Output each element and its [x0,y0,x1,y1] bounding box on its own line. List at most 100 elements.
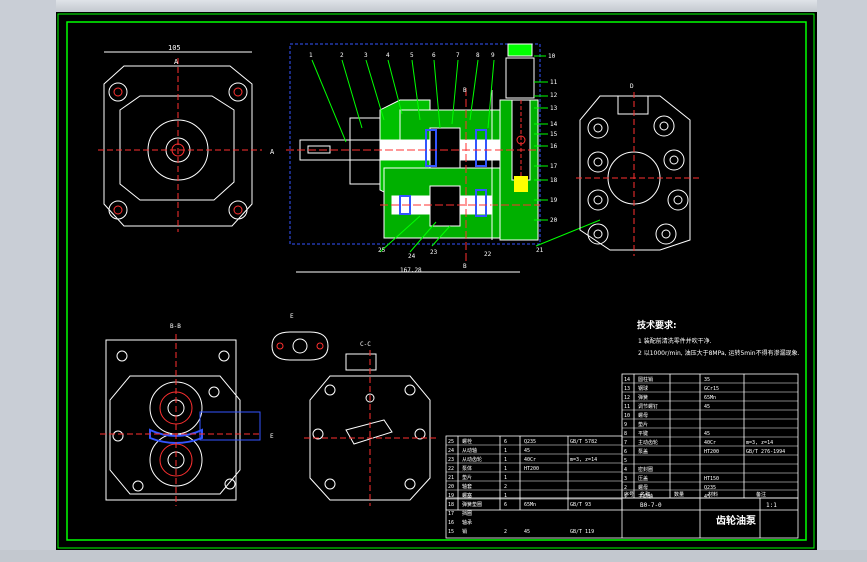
part-cell-name: 调节螺钉 [638,403,658,410]
balloon-19: 19 [550,197,558,204]
rows-upper [446,382,798,500]
balloon-8: 8 [476,52,480,59]
part-cell-name: 从动齿轮 [462,456,482,463]
cut-b-bottom: B [463,263,467,270]
part-cell-qty: 1 [504,466,507,472]
part-cell-name: 挡圈 [462,510,472,517]
balloon-23: 23 [430,249,438,256]
part-cell-name: 圆柱销 [638,376,653,383]
header-name: 名称 [640,491,650,498]
part-cell-material: 35 [704,377,710,383]
balloon-22: 22 [484,251,492,258]
drawing-title: 齿轮油泵 [716,514,757,527]
part-cell-name: 弹簧 [638,394,648,401]
part-cell-qty: 2 [504,484,507,490]
part-cell-no: 13 [624,386,630,392]
label-a-top: A [174,58,179,66]
part-cell-no: 1 [624,494,627,500]
tech-req-line-2: 2 以1000r/min, 油压大于8MPa, 运转5min不得有渗漏现象. [638,350,800,357]
part-cell-qty: 6 [504,439,507,445]
drawing-number: B0-7-0 [640,502,662,509]
view-e-flange [271,331,329,361]
label-section-bb: B-B [170,323,181,330]
dim-main-length: 167.28 [400,267,422,274]
header-qty: 数量 [674,491,684,498]
view-d-side [576,92,700,256]
part-cell-no: 2 [624,485,627,491]
balloon-6: 6 [432,52,436,59]
balloon-16: 16 [550,143,558,150]
part-cell-material: HT200 [704,449,719,455]
window-top-bar [0,0,867,12]
balloon-20: 20 [550,217,558,224]
part-cell-std: GB/T 119 [570,529,594,535]
cut-b-top: B [463,87,467,94]
part-cell-name: 泵盖 [638,448,648,455]
balloon-4: 4 [386,52,390,59]
part-cell-no: 19 [448,493,454,499]
label-section-cc: C-C [360,341,371,348]
part-cell-material: HT200 [524,466,539,472]
part-cell-name: 轴套 [462,483,472,490]
cad-canvas[interactable] [56,12,817,550]
drawing-scale: 1:1 [766,502,777,509]
balloon-1: 1 [309,52,313,59]
part-cell-material: 45 [704,404,710,410]
part-cell-std: GB/T 276-1994 [746,449,785,455]
part-cell-material: GCr15 [704,386,719,392]
balloon-9: 9 [491,52,495,59]
part-cell-name: 螺母 [638,412,648,419]
header-material: 材料 [708,491,718,498]
part-cell-name: 主动齿轮 [638,439,658,446]
part-cell-name: 压盖 [638,475,648,482]
balloon-7: 7 [456,52,460,59]
part-cell-material: Q235 [704,485,716,491]
header-remark: 备注 [756,491,766,498]
part-cell-name: 密封圈 [638,466,653,473]
balloon-5: 5 [410,52,414,59]
part-cell-no: 11 [624,404,630,410]
right-panel [817,0,867,562]
part-cell-name: 螺栓 [462,438,472,445]
tech-req-line-1: 1 装配前清洗零件并吹干净. [638,338,712,345]
window-bottom-bar [0,550,867,562]
part-cell-name: 螺母 [638,484,648,491]
part-cell-name: 从动轴 [462,447,477,454]
part-cell-no: 20 [448,484,454,490]
part-cell-name: 轴承 [462,519,472,526]
part-cell-no: 8 [624,431,627,437]
part-cell-no: 21 [448,475,454,481]
part-cell-material: 40Cr [524,457,536,463]
part-cell-material: HT150 [704,476,719,482]
part-cell-name: 弹簧垫圈 [462,501,482,508]
balloon-2: 2 [340,52,344,59]
part-cell-no: 5 [624,458,627,464]
part-cell-no: 23 [448,457,454,463]
inner-border [66,21,807,541]
label-a-left: A [270,148,275,156]
part-cell-material: Q235 [524,439,536,445]
part-cell-name: 垫片 [638,421,648,428]
balloon-21: 21 [536,247,544,254]
section-bb [100,334,262,506]
label-view-d: D [630,83,634,90]
header-no: 序号 [624,491,634,498]
balloon-14: 14 [550,121,558,128]
part-cell-qty: 2 [504,529,507,535]
part-cell-qty: 1 [504,493,507,499]
part-cell-no: 12 [624,395,630,401]
left-panel [0,0,56,562]
part-cell-material: 65Mn [704,395,716,401]
part-cell-qty: 1 [504,475,507,481]
part-cell-name: 钢球 [638,385,648,392]
part-cell-name: 垫片 [462,474,472,481]
part-cell-std: m=3, z=14 [570,457,597,463]
balloon-numbers: 1 2 3 4 5 6 7 8 9 10 11 12 13 14 15 16 1… [309,52,558,260]
part-cell-no: 9 [624,422,627,428]
part-cell-name: 平键 [638,430,648,437]
part-cell-material: 45 [704,494,710,500]
part-cell-std: GB/T 5782 [570,439,597,445]
